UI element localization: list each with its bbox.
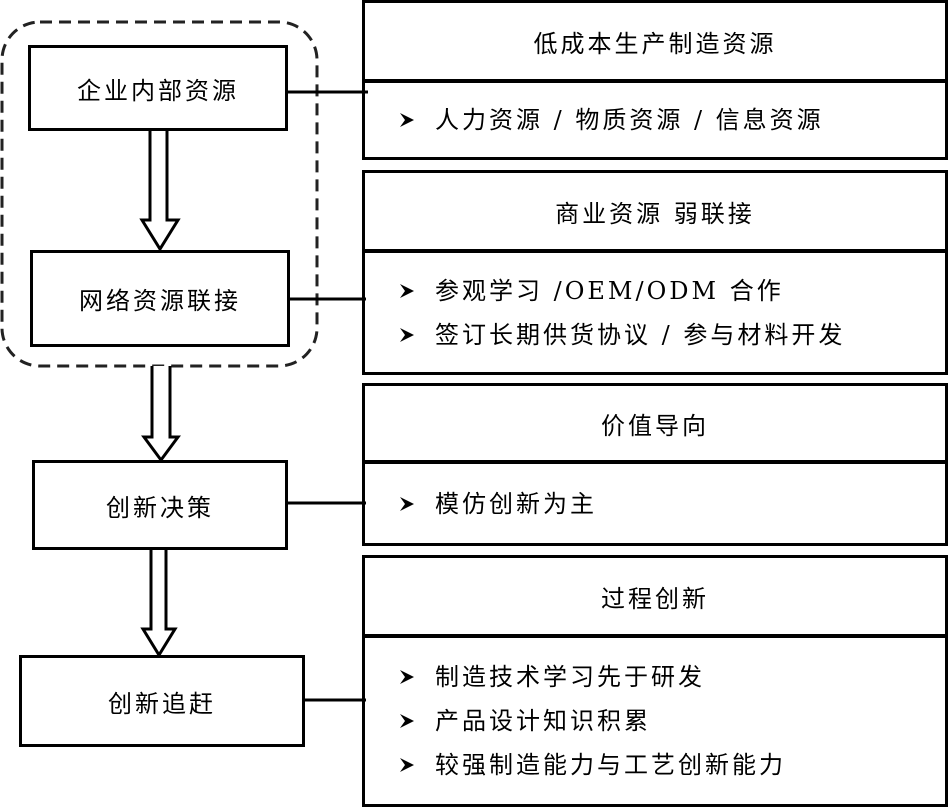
panel-item: 产品设计知识积累 [399, 699, 945, 743]
flow-arrow [141, 366, 181, 463]
node-innovation-catchup: 创新追赶 [19, 655, 305, 747]
flow-arrow [139, 131, 181, 252]
panel-weak-business-linkage: 商业资源 弱联接 参观学习 /OEM/ODM 合作 签订长期供货协议 / 参与材… [362, 170, 948, 375]
panel-item: 签订长期供货协议 / 参与材料开发 [399, 313, 945, 357]
arrowhead-bullet-icon [400, 327, 414, 342]
panel-item: 人力资源 / 物质资源 / 信息资源 [399, 98, 945, 142]
panel-value-orientation: 价值导向 模仿创新为主 [362, 383, 948, 546]
panel-item: 模仿创新为主 [399, 482, 945, 526]
node-label: 企业内部资源 [77, 76, 239, 105]
arrowhead-bullet-icon [400, 496, 414, 511]
arrowhead-bullet-icon [400, 758, 414, 772]
node-label: 网络资源联接 [79, 287, 241, 315]
node-internal-resources: 企业内部资源 [28, 45, 288, 131]
arrowhead-bullet-icon [400, 714, 414, 728]
node-innovation-decision: 创新决策 [32, 460, 288, 550]
arrowhead-bullet-icon [400, 283, 414, 298]
node-network-linkage: 网络资源联接 [30, 250, 290, 347]
flow-arrow [140, 550, 178, 658]
arrowhead-bullet-icon [400, 113, 414, 127]
panel-item: 制造技术学习先于研发 [399, 655, 945, 699]
panel-item: 参观学习 /OEM/ODM 合作 [399, 269, 945, 313]
panel-process-innovation: 过程创新 制造技术学习先于研发 产品设计知识积累 较强制造能力与工艺创新能力 [362, 555, 948, 807]
panel-title: 低成本生产制造资源 [365, 3, 945, 83]
node-label: 创新决策 [106, 493, 214, 522]
node-label: 创新追赶 [108, 689, 216, 718]
panel-title: 过程创新 [365, 558, 945, 638]
panel-low-cost-resources: 低成本生产制造资源 人力资源 / 物质资源 / 信息资源 [362, 0, 948, 160]
panel-title: 价值导向 [365, 386, 945, 464]
panel-item: 较强制造能力与工艺创新能力 [399, 743, 945, 787]
panel-title: 商业资源 弱联接 [365, 173, 945, 253]
arrowhead-bullet-icon [400, 670, 414, 684]
